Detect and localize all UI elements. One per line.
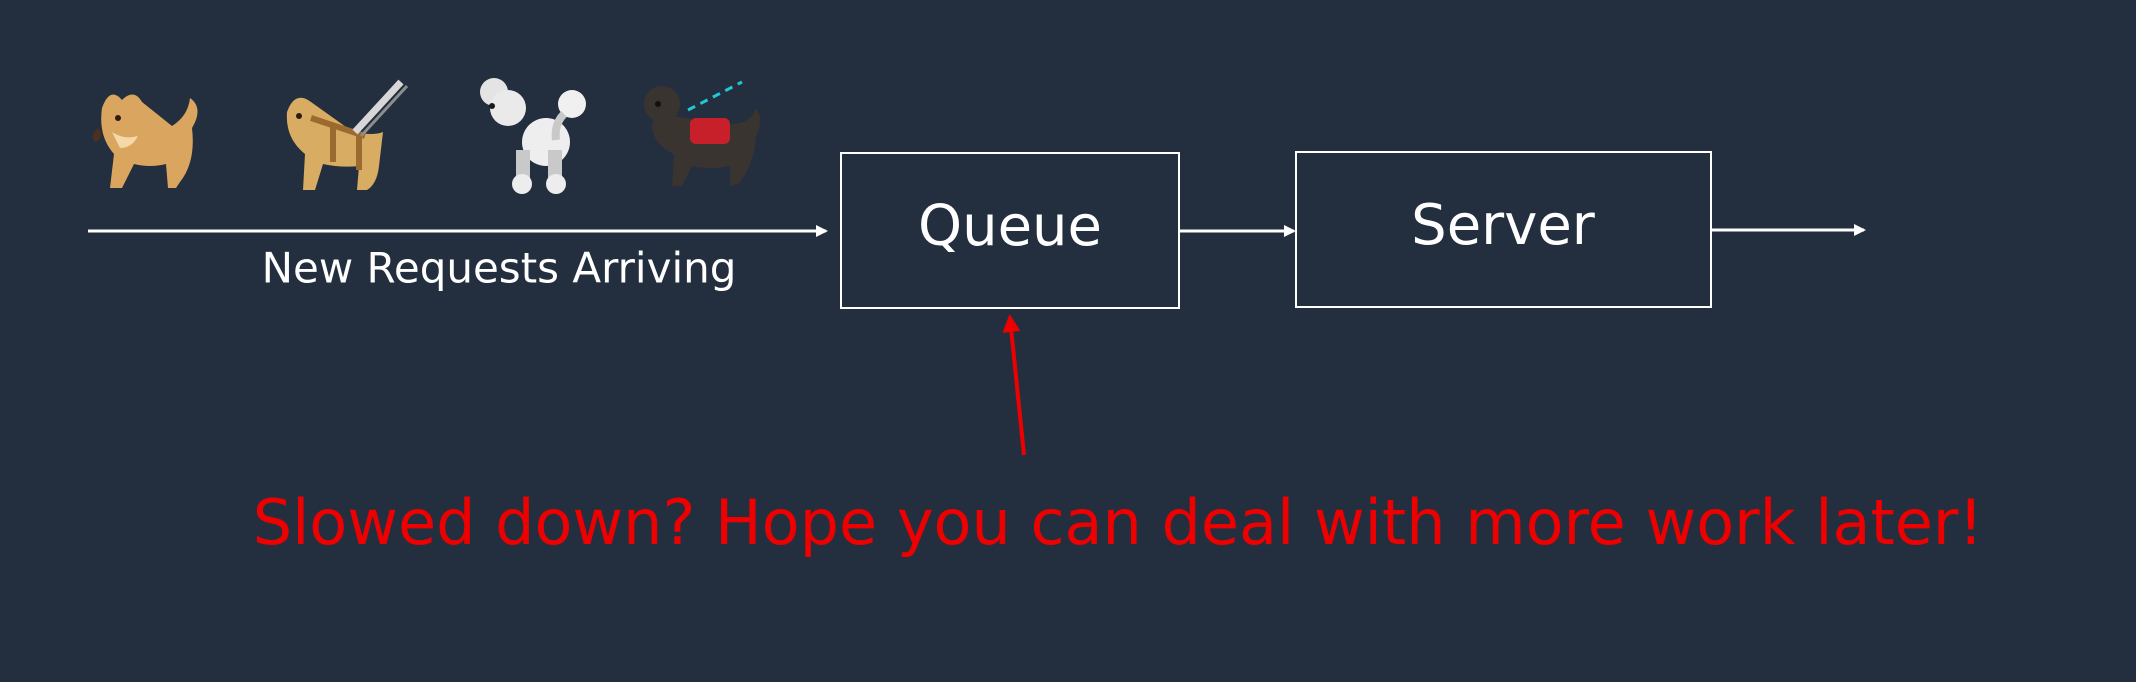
arrival-label: New Requests Arriving: [262, 244, 737, 293]
callout-arrow: [1002, 314, 1026, 456]
server-label: Server: [1411, 193, 1596, 258]
shiba-dog-icon: [92, 94, 198, 188]
service-dog-icon: [644, 80, 760, 186]
guide-dog-icon: [286, 79, 409, 190]
poodle-icon: [480, 78, 586, 194]
callout-text: Slowed down? Hope you can deal with more…: [253, 486, 1984, 559]
queue-label: Queue: [918, 194, 1102, 259]
